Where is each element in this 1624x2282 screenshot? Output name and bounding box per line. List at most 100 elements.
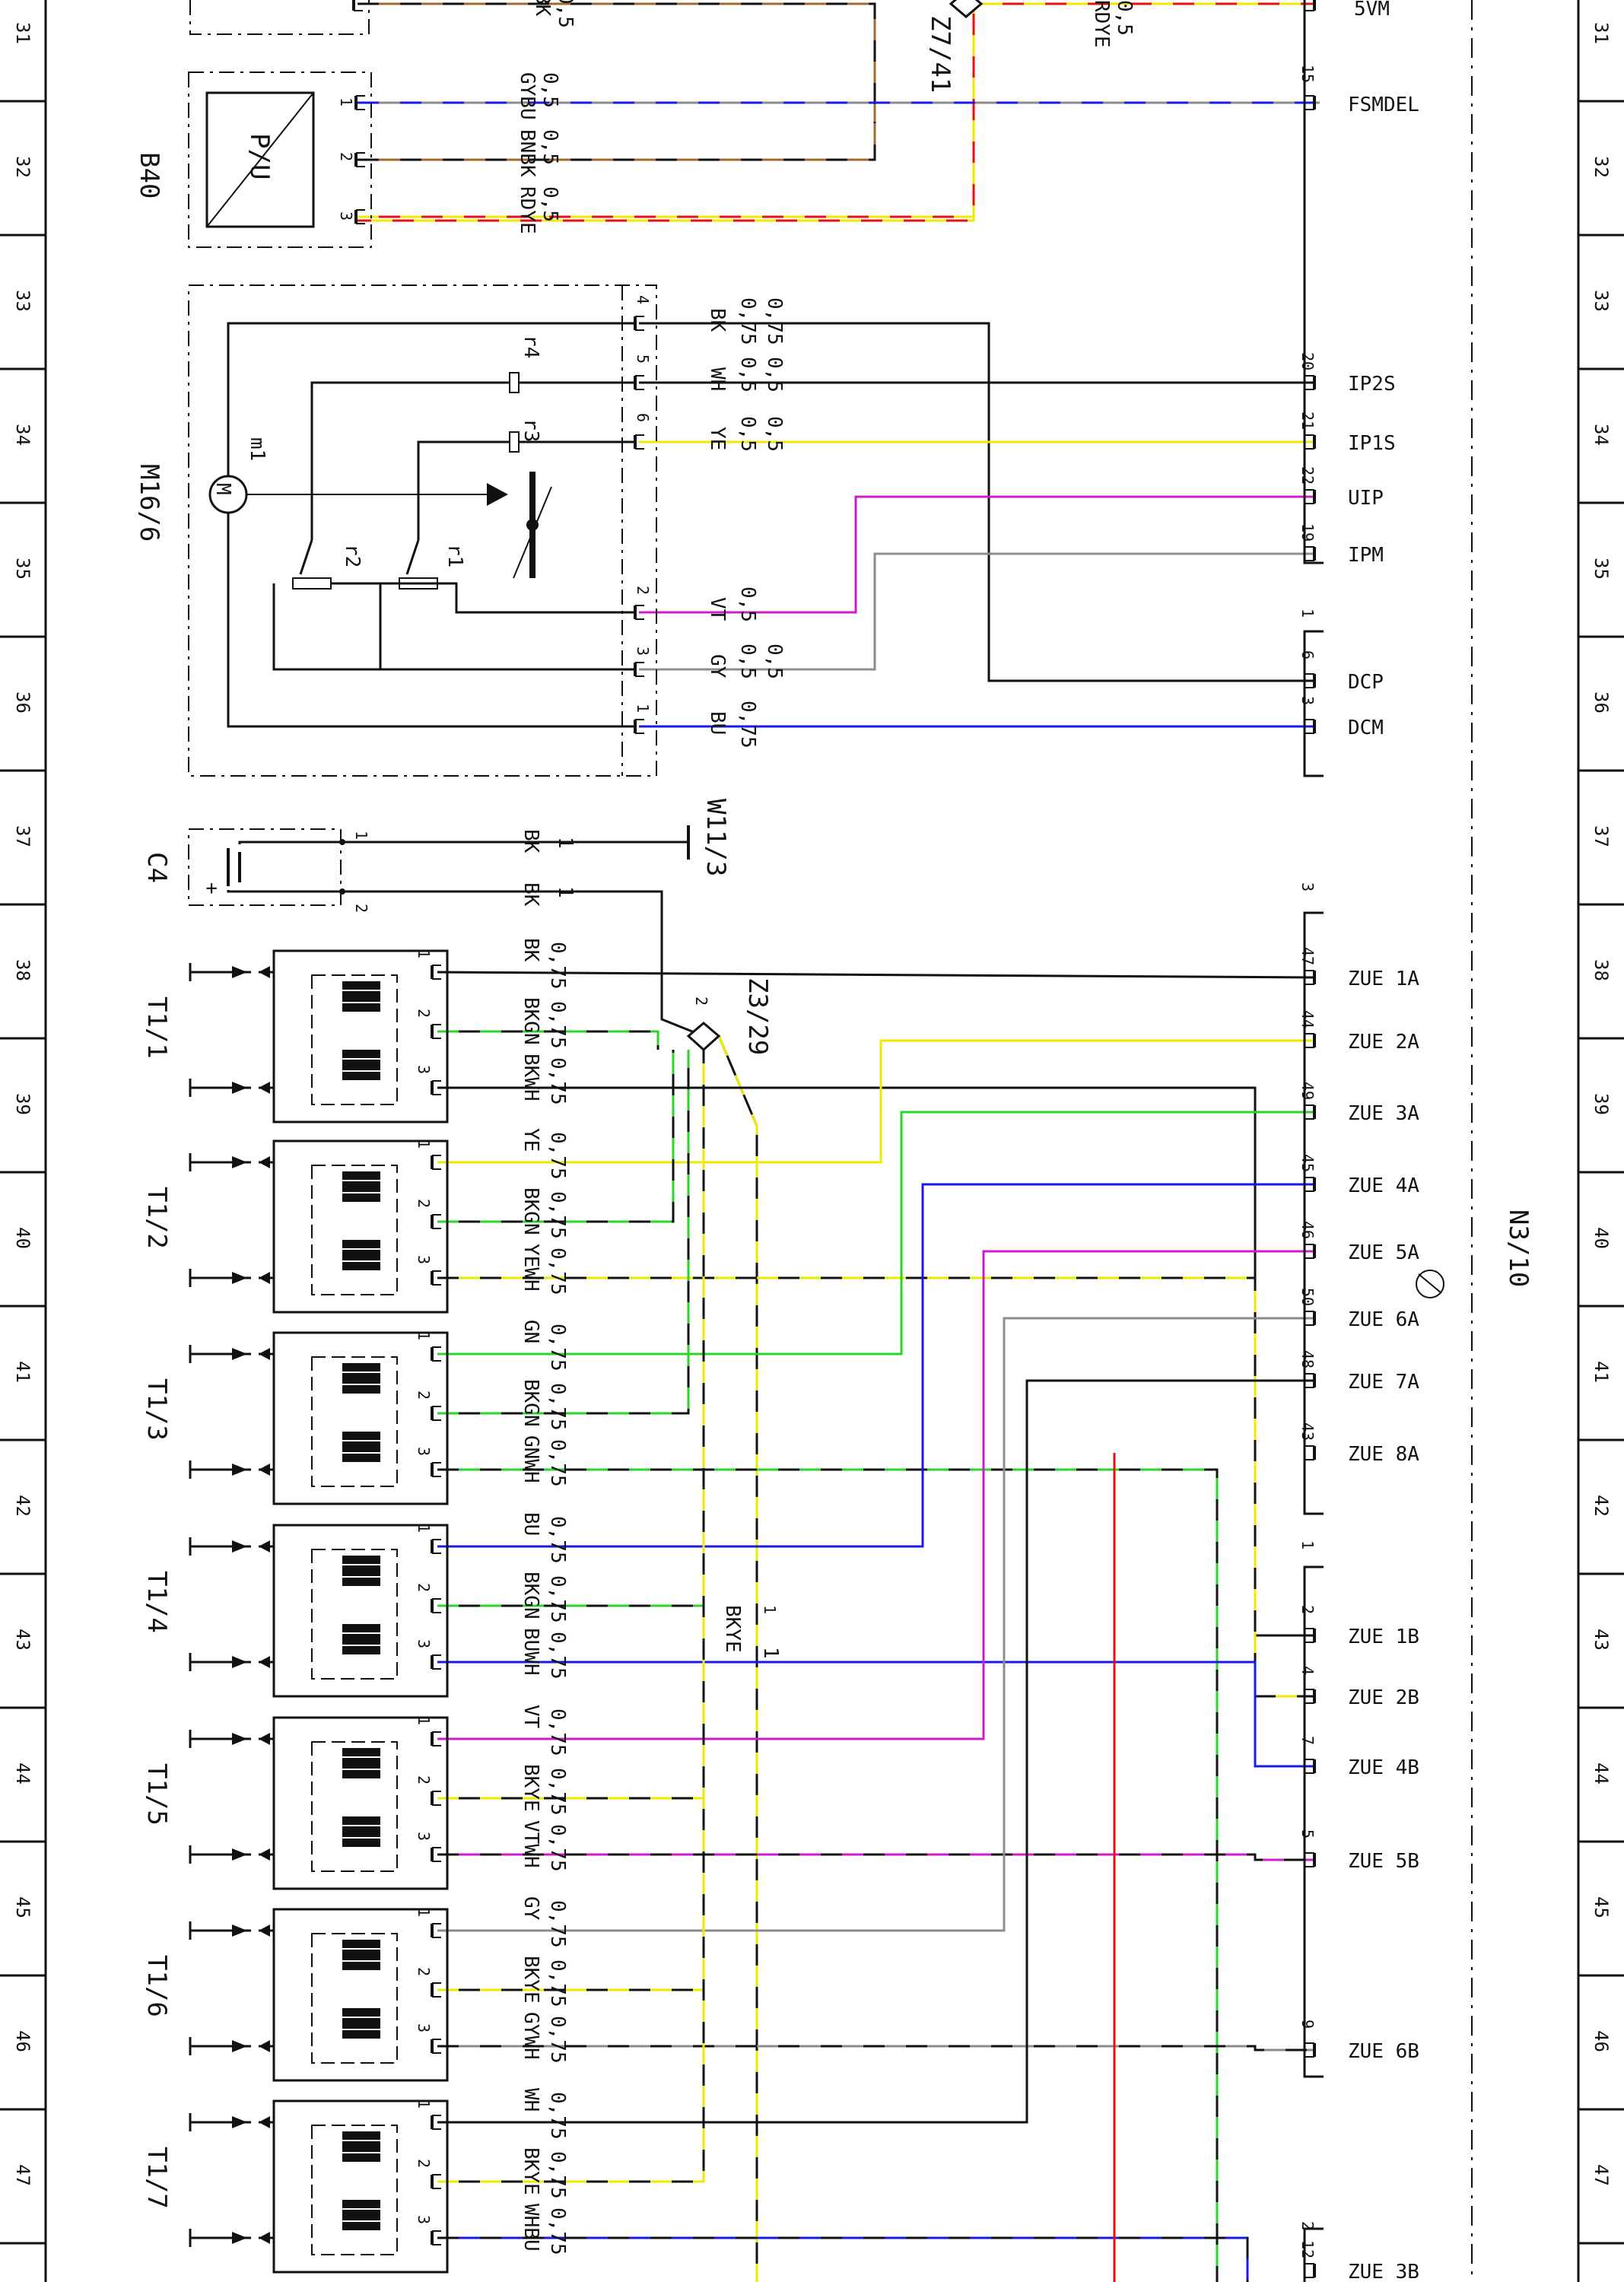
grid-number-left: 47: [12, 2164, 33, 2186]
n3-pin-num: 22: [1298, 466, 1317, 485]
coil-outer-box: [272, 1524, 449, 1698]
grid-number-right: 37: [1591, 825, 1612, 847]
b40-wire: [358, 122, 876, 161]
m16-wire-gauge: 0,75: [736, 297, 759, 345]
coil-wire-gauge: 0,75: [546, 1632, 569, 1680]
coil-wire-feed: [437, 1050, 690, 1415]
coil-pin-num: 3: [415, 1639, 433, 1648]
coil-winding: [342, 1556, 380, 1586]
m16-wire-gauge: 0,75: [736, 701, 759, 748]
coil-outer-box: [272, 1331, 449, 1505]
n3-sig-label: DCP: [1348, 671, 1384, 694]
coil-pin-num: 2: [415, 1009, 433, 1018]
coil-wire-a: [437, 1379, 1316, 2124]
coil-wire-gauge: 0,75: [546, 942, 569, 990]
c4-pin-1: 1: [352, 831, 370, 840]
coil-winding: [342, 1748, 380, 1778]
coil-wire-color: BKGN: [520, 1379, 542, 1427]
wire-top-gauge-a: 0,5: [554, 0, 577, 28]
coil-wire-gauge: 0,75: [546, 2207, 569, 2255]
n3-pin-num: 3: [1298, 696, 1317, 705]
coil-winding: [342, 981, 380, 1012]
coil-label: T1/5: [141, 1763, 172, 1826]
m16-wire: [639, 322, 1316, 682]
grid-number-right: 41: [1591, 1361, 1612, 1383]
coil-pin-num: 1: [415, 1908, 433, 1917]
coil-plug-arrow: [232, 2040, 247, 2052]
n3-pin-num: 19: [1298, 523, 1317, 542]
coil-wire-feed: [437, 1050, 705, 1991]
n3-pin-num: 21: [1298, 412, 1317, 430]
coil-outer-box: [272, 1716, 449, 1890]
n3-plug-2: 2: [1298, 2221, 1317, 2230]
n3-sig-fsmdel: FSMDEL: [1348, 94, 1419, 116]
coil-wire-gauge: 0,75: [546, 1900, 569, 1948]
m16-pin-5: 5: [634, 354, 652, 364]
coil-wire-color: GN: [520, 1320, 542, 1343]
coil-plug-arrow: [232, 1733, 247, 1745]
coil-plug-arrow: [232, 1082, 247, 1094]
c4-lead-1: [238, 841, 342, 844]
coil-winding: [342, 1432, 380, 1462]
m16-wire-gauge: 0,5: [736, 416, 759, 452]
w11-code: W11/3: [701, 799, 731, 876]
coil-label: T1/6: [141, 1955, 172, 2017]
coil-pin-num: 1: [415, 1139, 433, 1149]
z3-bkye-trunk-stripe: [717, 1035, 758, 2282]
c4-code: C4: [141, 852, 172, 883]
b40-pin-3: 3: [337, 211, 355, 221]
m16-r2-body: [292, 577, 332, 590]
coil-pin-num: 1: [415, 1716, 433, 1725]
coil-plug-arrow: [232, 2232, 247, 2244]
coil-wire-feed: [437, 1050, 705, 2183]
n3-sig-label: IP2S: [1348, 373, 1396, 396]
b40-code: B40: [134, 152, 164, 199]
n3-sig-label: ZUE 6B: [1348, 2040, 1419, 2063]
z3-pin-1: 1: [761, 1605, 779, 1614]
coil-wire-gauge: 0,75: [546, 1824, 569, 1872]
m16-wiper-r4: [310, 381, 510, 540]
grid-number-right: 40: [1591, 1227, 1612, 1249]
coil-wire-gauge: 0,75: [546, 1516, 569, 1564]
grid-number-left: 45: [12, 1896, 33, 1918]
wire-top-rdye-stripe: [358, 0, 975, 222]
grid-number-right: 44: [1591, 1762, 1612, 1785]
coil-label: T1/2: [141, 1187, 172, 1249]
coil-plug-arrow: [232, 1272, 247, 1284]
coil-winding: [342, 1050, 380, 1080]
coil-wire-gauge: 0,75: [546, 1191, 569, 1239]
grid-number-left: 40: [12, 1227, 33, 1249]
coil-inner-box: [311, 2125, 398, 2255]
coil-inner-box: [311, 1741, 398, 1872]
n3-pin-num: 7: [1298, 1736, 1317, 1745]
m16-pin-2: 2: [634, 586, 652, 595]
m16-r3: r3: [520, 418, 542, 442]
m16-motor-label: m1: [246, 437, 269, 461]
grid-number-left: 34: [12, 424, 33, 446]
coil-wire-color: VT: [520, 1705, 542, 1729]
grid-number-left: 32: [12, 156, 33, 178]
coil-pin-num: 2: [415, 1967, 433, 1976]
n3-pin-num: 4: [1298, 1666, 1317, 1675]
grid-number-left: 36: [12, 691, 33, 714]
coil-wire-gauge: 0,75: [546, 1383, 569, 1431]
n3-pin-num: 12: [1298, 2240, 1317, 2258]
c4-wire-color-2: BK: [520, 882, 542, 907]
grid-number-right: 33: [1591, 290, 1612, 312]
top-signal-label: 5VM: [1354, 0, 1390, 21]
m16-wire-gauge: 0,5: [736, 586, 759, 622]
coil-plug-arrow: [232, 1848, 247, 1861]
n3-pin-num: 44: [1298, 1010, 1317, 1028]
coil-outer-box: [272, 949, 449, 1124]
n3-sig-label: ZUE 5B: [1348, 1850, 1419, 1873]
coil-wire-feed-stripe: [437, 1050, 705, 1991]
top-wire-gauge: 0,5: [1113, 0, 1136, 36]
m16-r3-body: [509, 431, 520, 453]
grid-number-left: 33: [12, 290, 33, 312]
coil-wire-color: YE: [520, 1128, 542, 1152]
top-component-box: [189, 0, 370, 35]
n3-sig-label: ZUE 1A: [1348, 968, 1419, 990]
